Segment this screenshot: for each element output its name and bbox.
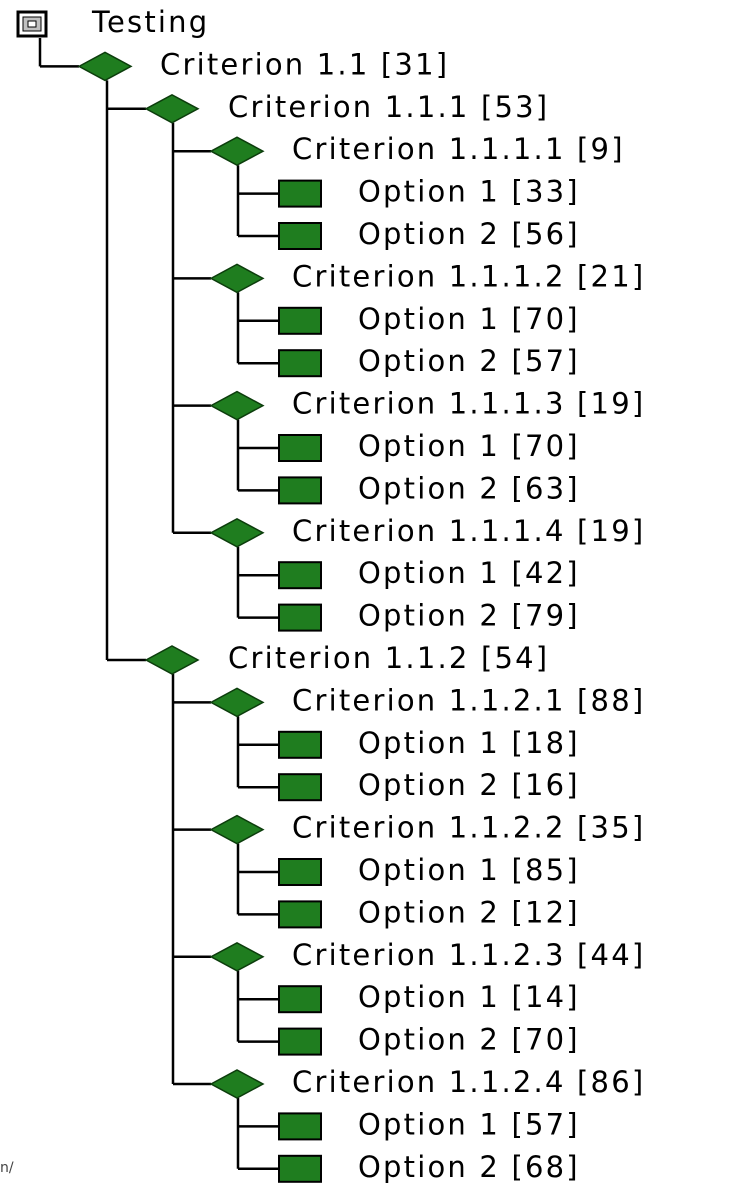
option-label: Option 2 [68]: [358, 1150, 580, 1184]
criterion-node-icon[interactable]: [209, 263, 265, 294]
criterion-node-icon[interactable]: [209, 941, 265, 972]
option-label: Option 1 [85]: [358, 853, 580, 887]
criterion-label: Criterion 1.1.1.1 [9]: [292, 132, 625, 166]
option-node-icon[interactable]: [278, 179, 322, 208]
tree-connector-lines: [38, 38, 279, 1171]
criterion-node-icon[interactable]: [77, 51, 133, 82]
criterion-label: Criterion 1.1.2.3 [44]: [292, 938, 645, 972]
option-node-icon[interactable]: [278, 476, 322, 505]
option-node-icon[interactable]: [278, 349, 322, 378]
option-node-icon[interactable]: [278, 561, 322, 590]
option-node-icon[interactable]: [278, 306, 322, 335]
criterion-node-icon[interactable]: [209, 136, 265, 167]
criterion-label: Criterion 1.1.1.4 [19]: [292, 514, 645, 548]
option-label: Option 2 [57]: [358, 344, 580, 378]
option-label: Option 1 [57]: [358, 1107, 580, 1141]
option-node-icon[interactable]: [278, 1154, 322, 1183]
option-label: Option 1 [70]: [358, 302, 580, 336]
option-label: Option 1 [18]: [358, 726, 580, 760]
root-label: Testing: [91, 5, 209, 39]
criterion-label: Criterion 1.1.1.2 [21]: [292, 259, 645, 293]
criterion-label: Criterion 1.1.2.2 [35]: [292, 811, 645, 845]
option-node-icon[interactable]: [278, 730, 322, 759]
option-label: Option 1 [42]: [358, 556, 580, 590]
option-node-icon[interactable]: [278, 773, 322, 802]
criterion-node-icon[interactable]: [209, 814, 265, 845]
option-label: Option 2 [70]: [358, 1023, 580, 1057]
option-node-icon[interactable]: [278, 1027, 322, 1056]
option-label: Option 1 [14]: [358, 980, 580, 1014]
criterion-node-icon[interactable]: [209, 1069, 265, 1099]
option-node-icon[interactable]: [278, 434, 322, 462]
option-node-icon[interactable]: [278, 858, 322, 886]
criterion-label: Criterion 1.1.1.3 [19]: [292, 387, 645, 421]
option-label: Option 2 [63]: [358, 471, 580, 505]
option-label: Option 1 [70]: [358, 429, 580, 463]
criterion-node-icon[interactable]: [144, 645, 200, 675]
stray-text: n/: [0, 1160, 14, 1176]
criterion-label: Criterion 1.1 [31]: [160, 47, 449, 81]
option-node-icon[interactable]: [278, 900, 322, 929]
option-node-icon[interactable]: [278, 603, 322, 632]
option-node-icon[interactable]: [278, 1112, 322, 1141]
option-label: Option 2 [79]: [358, 599, 580, 633]
option-label: Option 1 [33]: [358, 175, 580, 209]
criterion-label: Criterion 1.1.2 [54]: [228, 641, 549, 675]
option-label: Option 2 [16]: [358, 768, 580, 802]
criterion-label: Criterion 1.1.2.4 [86]: [292, 1065, 645, 1099]
criterion-label: Criterion 1.1.2.1 [88]: [292, 683, 645, 717]
option-node-icon[interactable]: [278, 222, 322, 250]
criterion-node-icon[interactable]: [209, 390, 265, 421]
option-label: Option 2 [56]: [358, 217, 580, 251]
root-window-icon[interactable]: [16, 10, 48, 38]
option-label: Option 2 [12]: [358, 895, 580, 929]
criterion-node-icon[interactable]: [209, 517, 265, 548]
option-node-icon[interactable]: [278, 985, 322, 1014]
criterion-node-icon[interactable]: [144, 93, 200, 124]
criterion-label: Criterion 1.1.1 [53]: [228, 90, 549, 124]
criterion-node-icon[interactable]: [209, 687, 265, 718]
